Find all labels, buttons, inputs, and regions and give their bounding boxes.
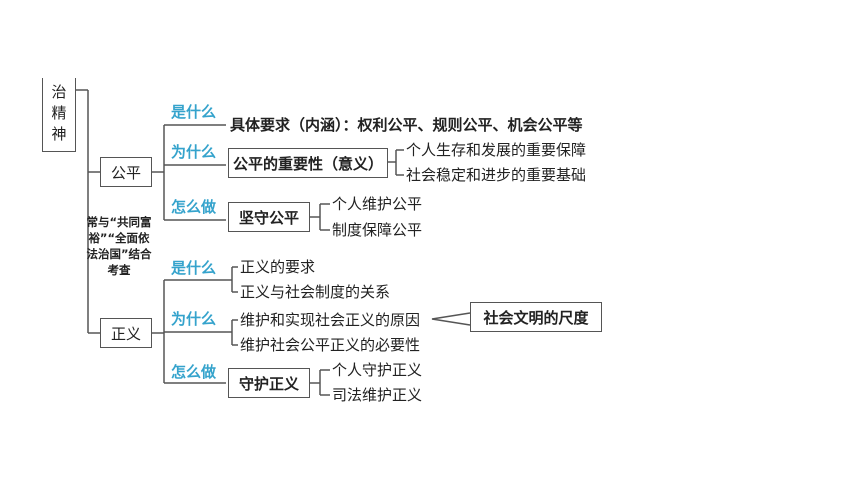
fairness-uphold-box: 坚守公平: [228, 202, 310, 232]
root-char: 治: [51, 83, 67, 101]
justice-how-label: 怎么做: [171, 363, 217, 381]
justice-guard-box: 守护正义: [228, 368, 310, 398]
justice-how-item: 司法维护正义: [332, 386, 423, 404]
exam-note: 常与“共同富裕”“全面依法治国”结合考查: [86, 215, 152, 277]
fairness-node: 公平: [100, 157, 152, 187]
fairness-importance-box: 公平的重要性（意义）: [228, 148, 388, 178]
justice-how-item: 个人守护正义: [332, 361, 423, 379]
fairness-how-item: 个人维护公平: [332, 195, 423, 213]
fairness-why-item: 个人生存和发展的重要保障: [406, 141, 587, 159]
fairness-why-label: 为什么: [171, 143, 217, 161]
justice-why-item: 维护社会公平正义的必要性: [240, 336, 421, 354]
root-char: 神: [51, 125, 67, 143]
justice-what-label: 是什么: [171, 259, 217, 277]
justice-why-item: 维护和实现社会正义的原因: [240, 311, 421, 329]
fairness-how-item: 制度保障公平: [332, 221, 423, 239]
fairness-why-item: 社会稳定和进步的重要基础: [406, 166, 587, 184]
justice-what-item: 正义与社会制度的关系: [240, 283, 391, 301]
root-char: 精: [51, 104, 67, 122]
fairness-how-label: 怎么做: [171, 198, 217, 216]
justice-why-label: 为什么: [171, 310, 217, 328]
fairness-what-label: 是什么: [171, 103, 217, 121]
root-node: 治 精 神: [42, 78, 76, 152]
justice-what-item: 正义的要求: [240, 258, 316, 276]
civilization-measure-box: 社会文明的尺度: [470, 302, 602, 332]
fairness-what-text: 具体要求（内涵）：权利公平、规则公平、机会公平等: [230, 116, 583, 134]
justice-node: 正义: [100, 318, 152, 348]
